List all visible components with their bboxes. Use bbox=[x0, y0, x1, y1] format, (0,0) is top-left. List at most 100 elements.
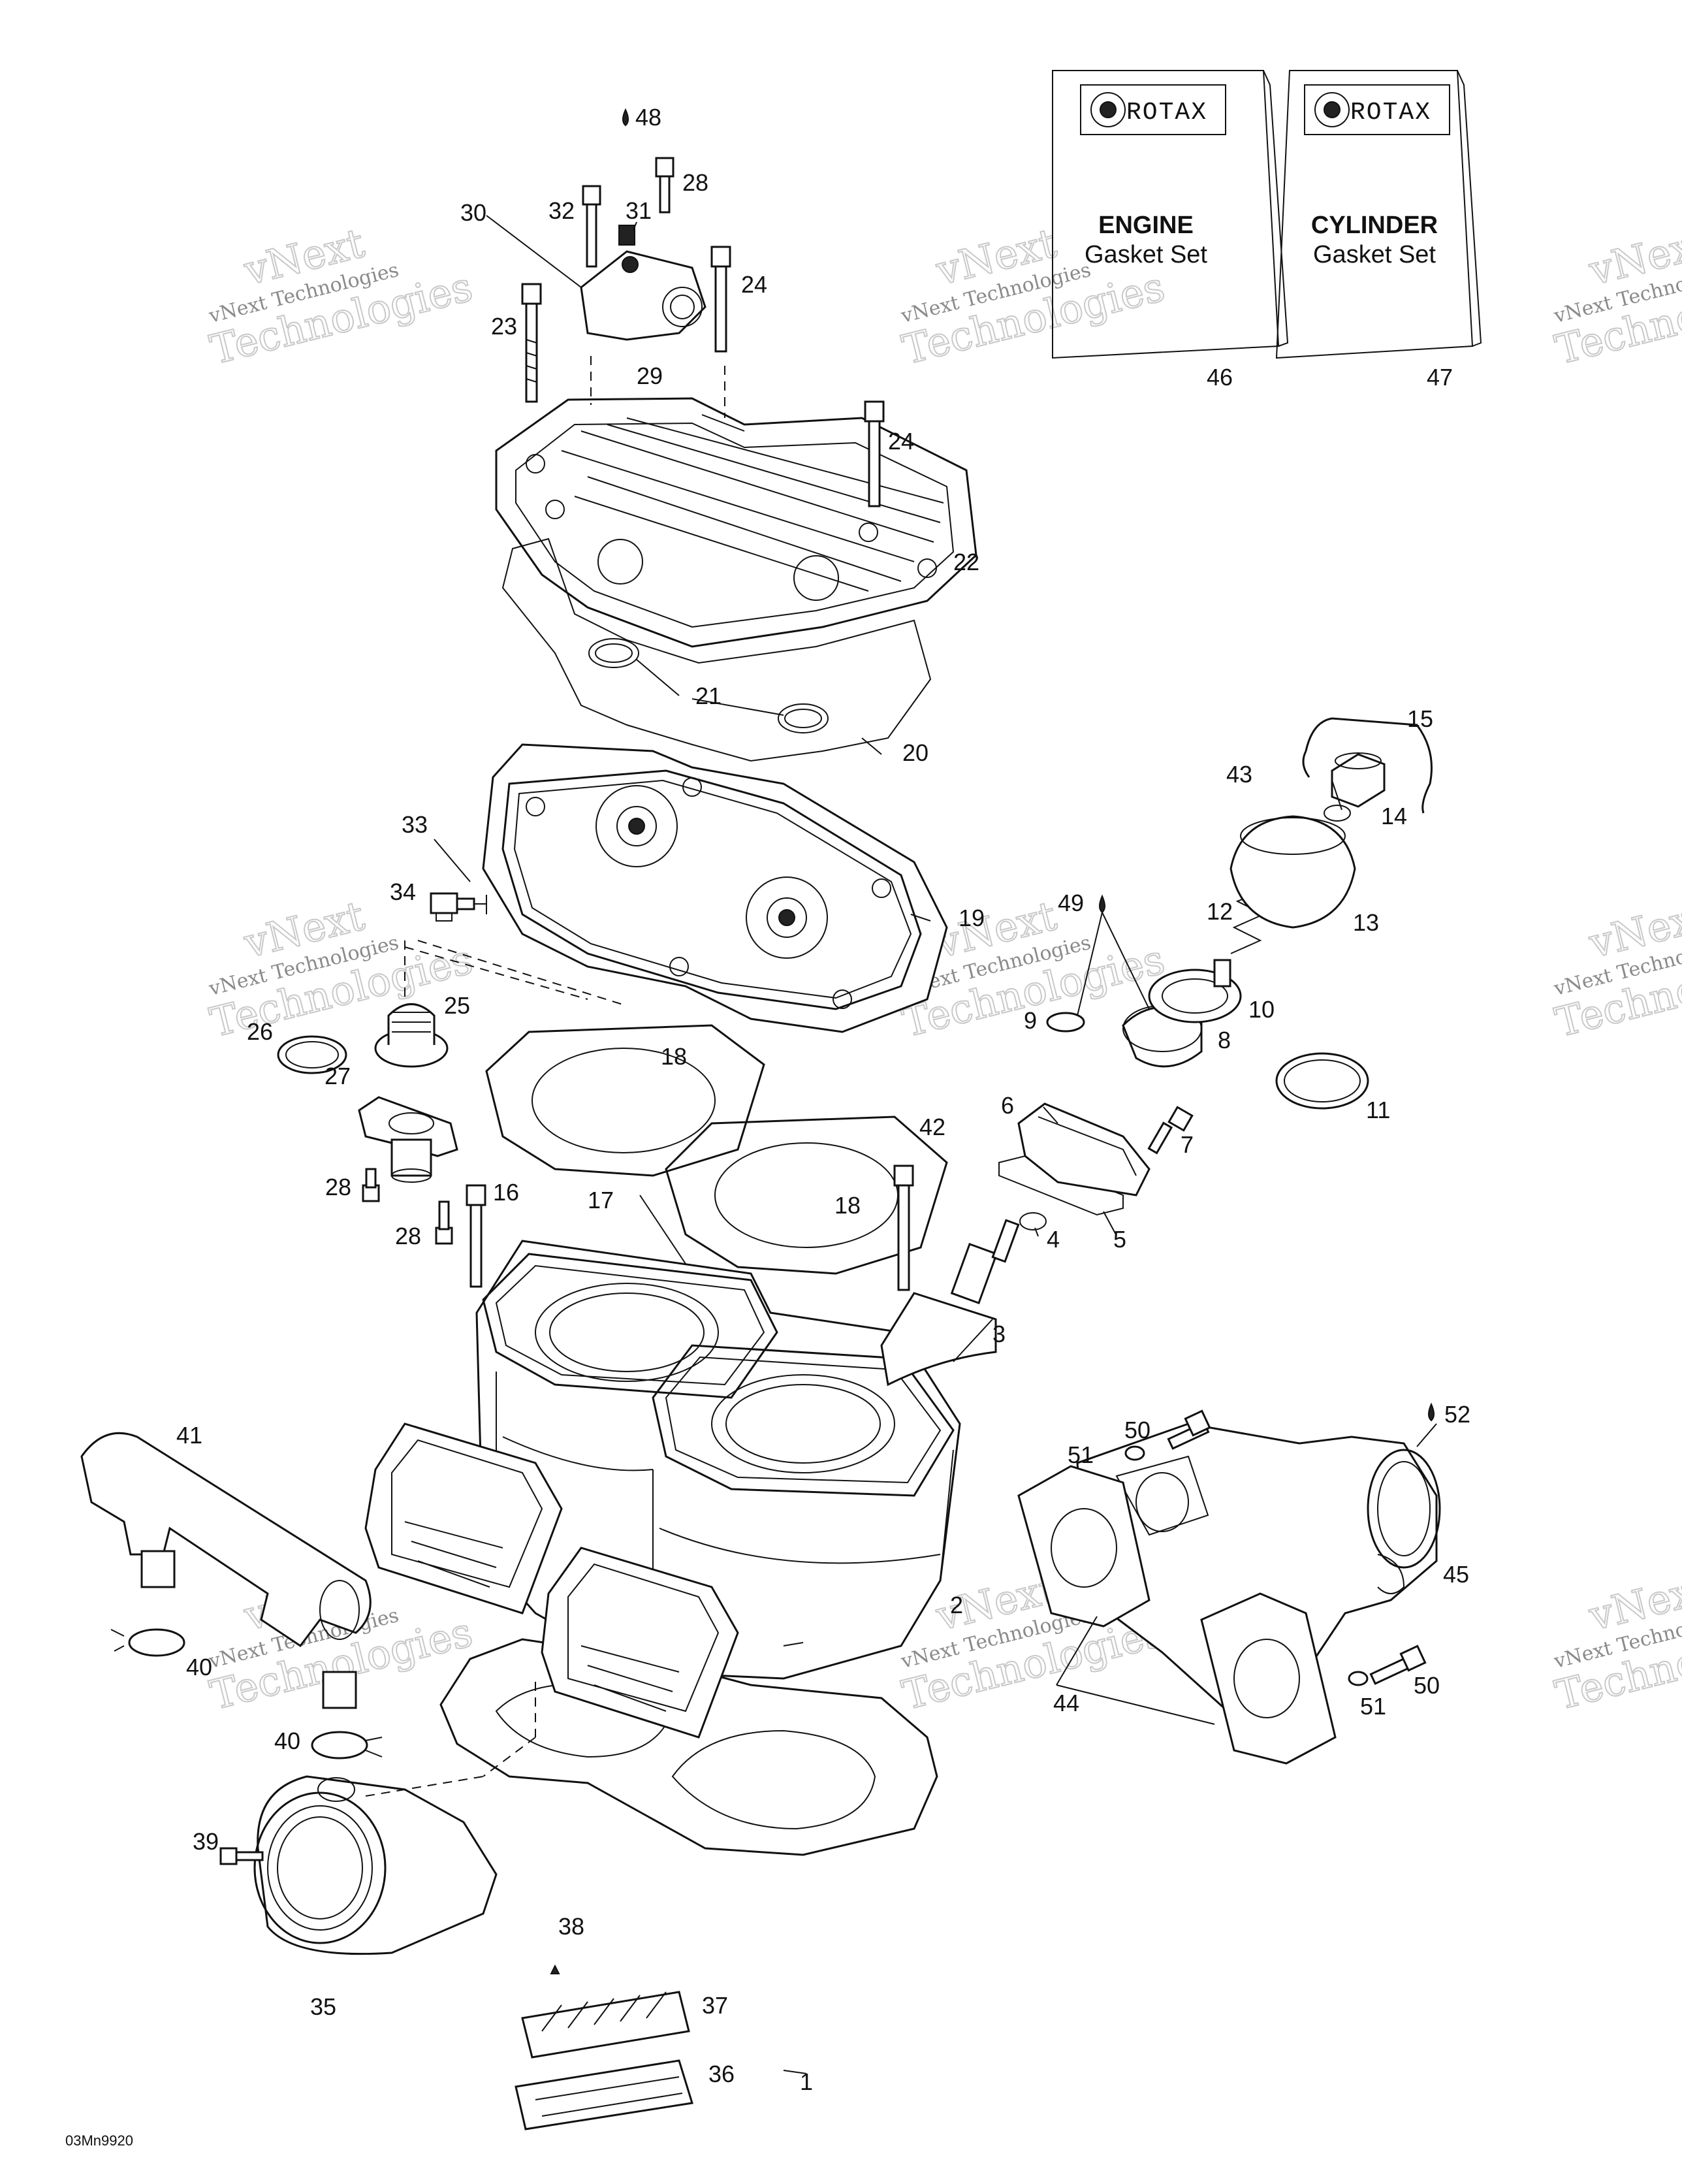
screw-38 bbox=[550, 1964, 560, 1974]
callout-28-mid: 28 bbox=[395, 1223, 421, 1249]
callout-24-bottom: 24 bbox=[888, 428, 914, 455]
cap-14 bbox=[1331, 752, 1386, 808]
callout-18-top: 18 bbox=[661, 1043, 687, 1070]
o-ring bbox=[588, 638, 639, 668]
exhaust-manifold-45 bbox=[1076, 1422, 1441, 1726]
callout-15: 15 bbox=[1407, 705, 1433, 732]
engine-gasket-set-booklet: ROTAX ENGINE Gasket Set bbox=[1052, 70, 1289, 359]
head-gasket-17 bbox=[485, 1024, 948, 1275]
exhaust-gasket-44-top bbox=[1017, 1465, 1150, 1628]
callout-35: 35 bbox=[310, 1993, 336, 2020]
thermostat-25 bbox=[374, 1003, 449, 1068]
callout-36: 36 bbox=[708, 2061, 735, 2087]
callout-19: 19 bbox=[959, 905, 985, 931]
hose-nipple bbox=[140, 1550, 176, 1588]
intake-adaptor-35 bbox=[253, 1775, 498, 1955]
callout-1: 1 bbox=[800, 2068, 813, 2095]
rave-valve-blade-3 bbox=[880, 1219, 1020, 1387]
callout-37: 37 bbox=[702, 1992, 728, 2019]
bolt-28-top bbox=[655, 157, 674, 214]
bolt-50-bottom bbox=[1369, 1645, 1427, 1685]
callout-13: 13 bbox=[1353, 909, 1379, 936]
sealant-drop-icon bbox=[622, 108, 629, 127]
engine-set-title: ENGINE bbox=[1098, 212, 1194, 239]
plug-31 bbox=[618, 225, 635, 246]
thermostat-housing-27 bbox=[358, 1096, 458, 1183]
callout-44: 44 bbox=[1053, 1690, 1079, 1716]
callout-16: 16 bbox=[493, 1179, 519, 1206]
callout-49: 49 bbox=[1058, 890, 1084, 916]
callout-17: 17 bbox=[588, 1187, 614, 1213]
callout-28-top: 28 bbox=[682, 169, 708, 196]
bolt-24-left bbox=[710, 246, 731, 353]
callout-38: 38 bbox=[558, 1913, 584, 1940]
bolt-24-right bbox=[864, 400, 885, 507]
callout-8: 8 bbox=[1218, 1027, 1231, 1053]
washer-4 bbox=[1019, 1212, 1047, 1230]
bolt-50-top bbox=[1167, 1409, 1211, 1450]
valve-rod-10 bbox=[1148, 959, 1242, 1023]
callout-26: 26 bbox=[247, 1018, 273, 1045]
callout-29: 29 bbox=[637, 362, 663, 389]
callout-40-bottom: 40 bbox=[274, 1727, 300, 1754]
callout-50-top: 50 bbox=[1124, 1417, 1150, 1443]
rotax-logo-icon bbox=[1314, 92, 1350, 127]
stud-42 bbox=[893, 1164, 914, 1291]
callout-48: 48 bbox=[635, 104, 661, 131]
washer-51-top bbox=[1124, 1445, 1145, 1461]
stud-16 bbox=[466, 1184, 486, 1288]
water-hose-41 bbox=[80, 1432, 372, 1648]
valve-housing-6 bbox=[1017, 1102, 1150, 1196]
callout-42: 42 bbox=[919, 1114, 945, 1140]
callout-23: 23 bbox=[491, 313, 517, 340]
leader-lines bbox=[434, 215, 1437, 2074]
callout-14: 14 bbox=[1381, 803, 1407, 829]
callout-51-bottom: 51 bbox=[1360, 1693, 1386, 1720]
callout-46: 46 bbox=[1207, 364, 1233, 391]
callout-40-top: 40 bbox=[186, 1654, 212, 1680]
head-cover-gasket bbox=[501, 538, 932, 762]
callout-3: 3 bbox=[992, 1321, 1006, 1347]
callout-33: 33 bbox=[402, 811, 428, 838]
cylinder-head-cover bbox=[495, 397, 977, 648]
o-ring-11 bbox=[1275, 1052, 1369, 1110]
o-ring bbox=[778, 703, 829, 733]
thermostat-gasket-26 bbox=[277, 1035, 347, 1074]
callout-31: 31 bbox=[626, 197, 652, 224]
callout-9: 9 bbox=[1024, 1007, 1037, 1034]
washer-51-bottom bbox=[1348, 1671, 1369, 1686]
water-outlet bbox=[580, 250, 706, 341]
callout-6: 6 bbox=[1001, 1092, 1014, 1119]
callout-24-top: 24 bbox=[741, 271, 767, 298]
o-ring-9 bbox=[1046, 1012, 1085, 1033]
temperature-sensor-34 bbox=[430, 892, 487, 922]
callout-27: 27 bbox=[325, 1063, 351, 1089]
exhaust-gasket-44-bottom bbox=[1200, 1592, 1337, 1765]
engine-set-subtitle: Gasket Set bbox=[1085, 241, 1207, 268]
callout-47: 47 bbox=[1427, 364, 1453, 391]
reed-cage-right bbox=[541, 1547, 739, 1739]
callout-25: 25 bbox=[444, 992, 470, 1019]
callout-28-left: 28 bbox=[325, 1174, 351, 1200]
reed-petals-37 bbox=[521, 1991, 690, 2059]
callout-20: 20 bbox=[902, 739, 928, 766]
callout-18-bottom: 18 bbox=[834, 1192, 861, 1219]
callout-4: 4 bbox=[1047, 1226, 1060, 1253]
cylinder-head bbox=[482, 743, 948, 1033]
sealant-drop-icon bbox=[1428, 1402, 1435, 1422]
hose-nipple bbox=[322, 1671, 357, 1709]
spring-clip-15 bbox=[1302, 717, 1433, 814]
rotax-logo-icon bbox=[1090, 92, 1126, 127]
cylinder-set-brand: ROTAX bbox=[1350, 99, 1431, 127]
callout-50-bottom: 50 bbox=[1414, 1672, 1440, 1699]
bolt-32 bbox=[582, 185, 601, 268]
callout-41: 41 bbox=[176, 1422, 202, 1449]
callout-51-top: 51 bbox=[1068, 1441, 1094, 1468]
cylinder-gasket-set-booklet: ROTAX CYLINDER Gasket Set bbox=[1275, 70, 1482, 359]
callout-34: 34 bbox=[390, 878, 416, 905]
bolt-23 bbox=[521, 283, 542, 403]
